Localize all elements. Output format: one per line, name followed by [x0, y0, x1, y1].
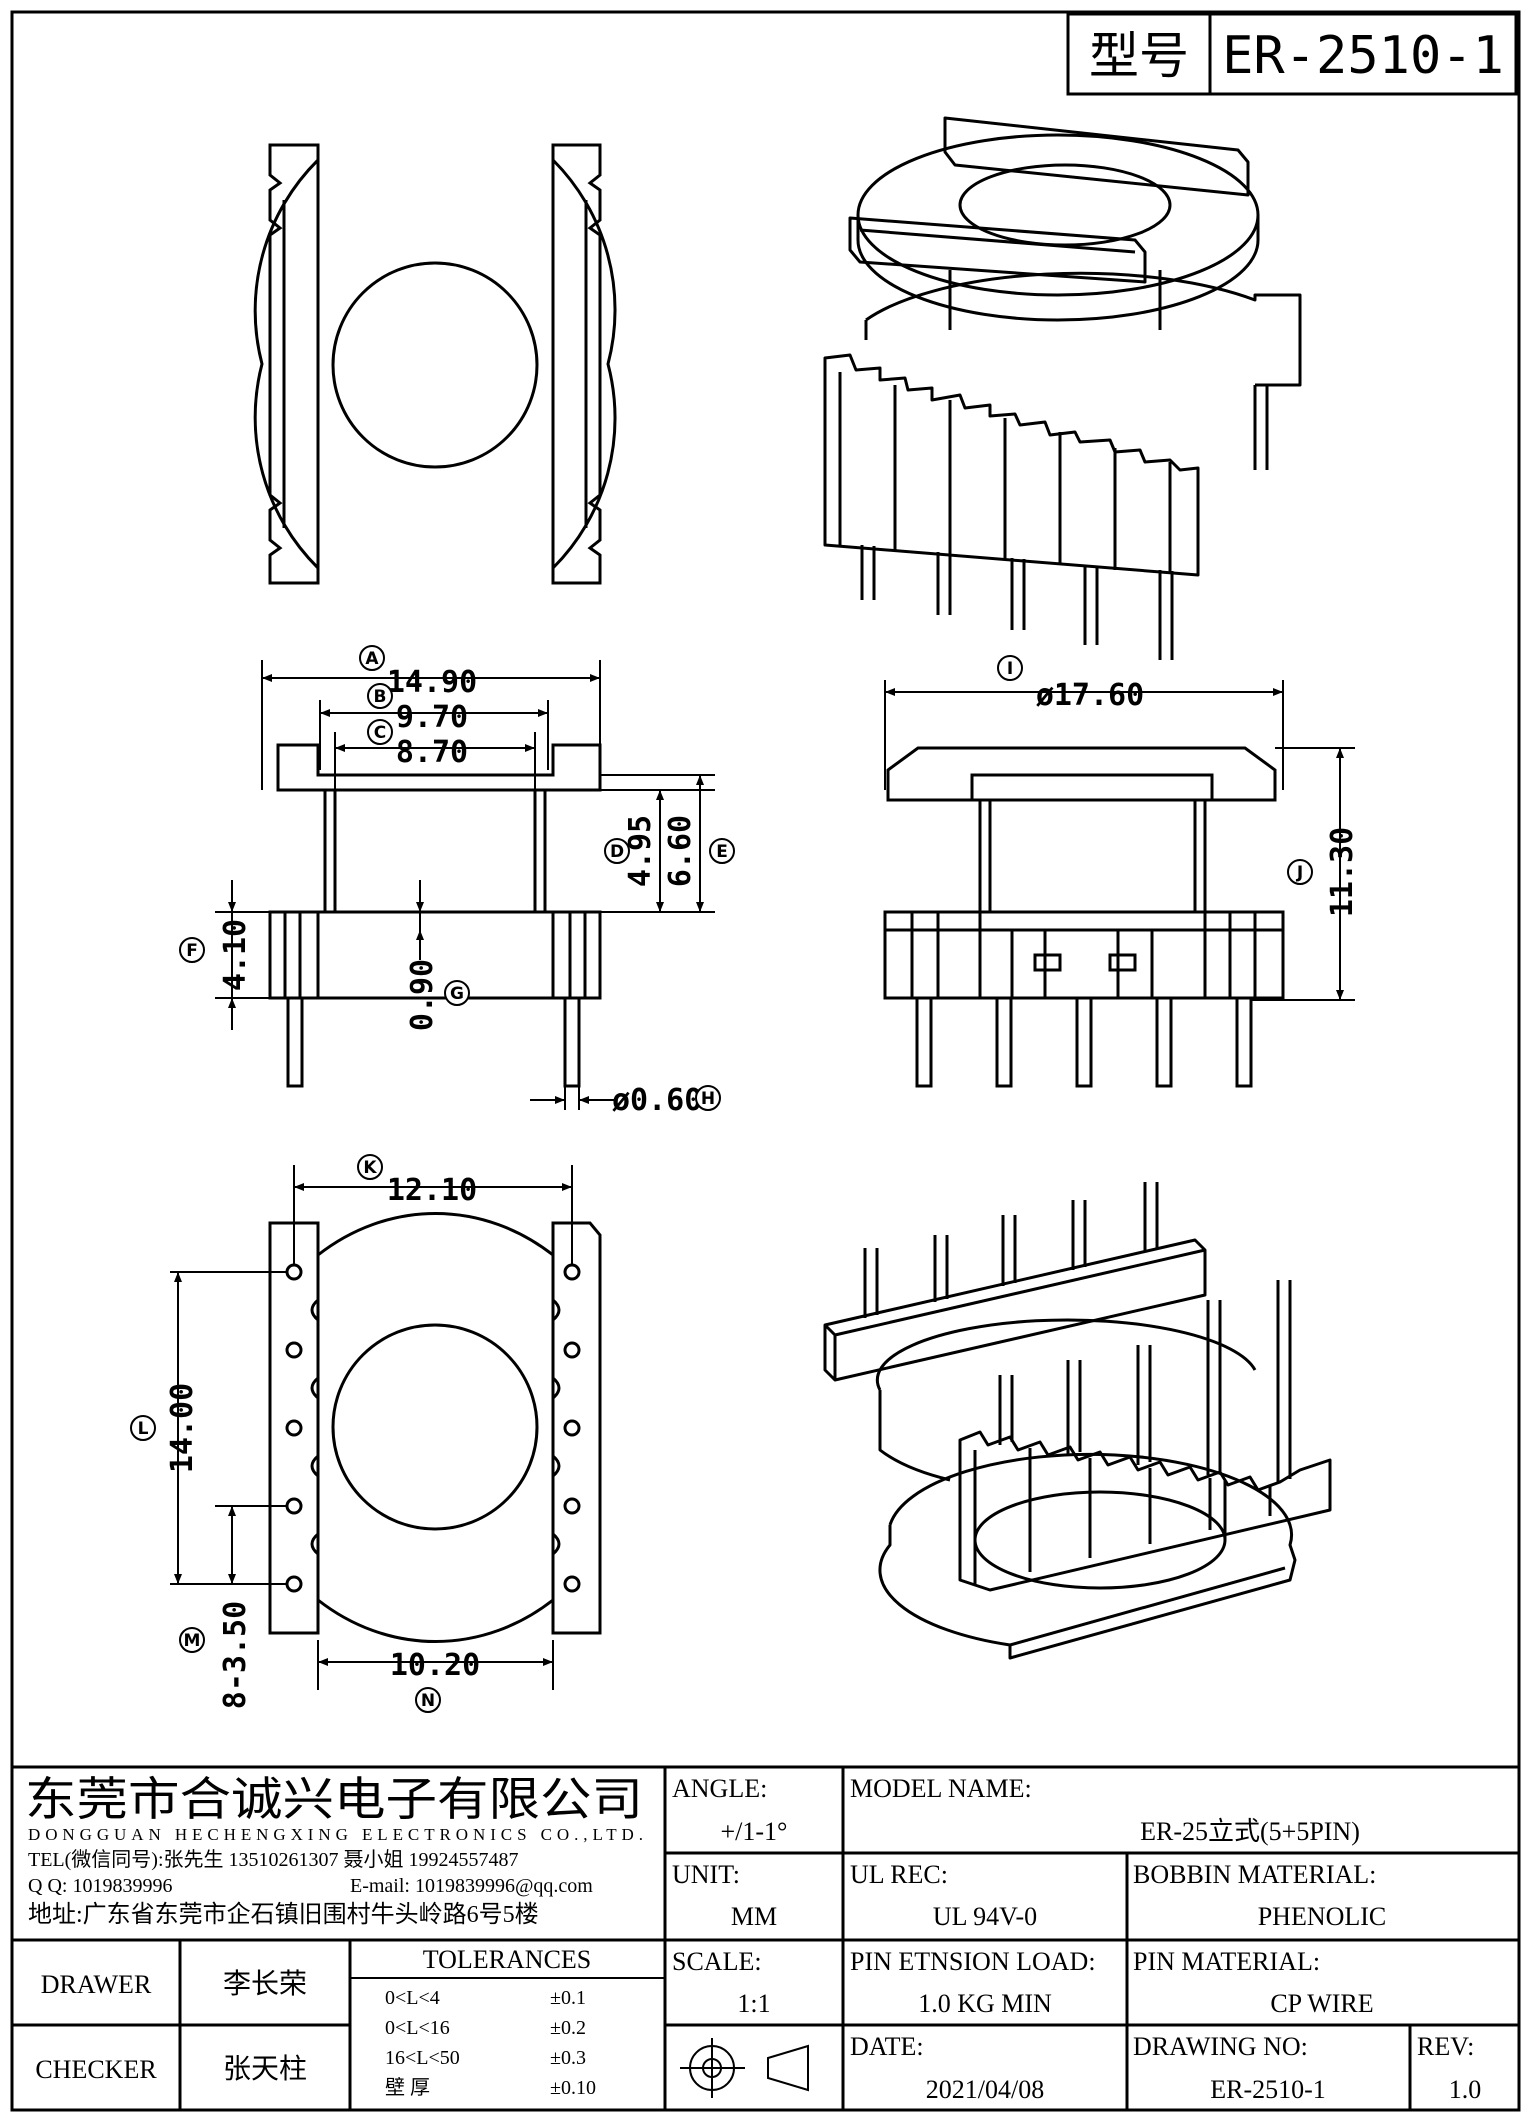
dim-j-letter: J	[1296, 863, 1303, 883]
dim-e-letter: E	[716, 842, 728, 862]
pin-tension-label: PIN ETNSION LOAD:	[850, 1947, 1096, 1976]
tolerance-value-4: ±0.10	[550, 2077, 596, 2099]
unit-label: UNIT:	[672, 1860, 740, 1889]
dim-k-letter: K	[363, 1158, 377, 1178]
isometric-view-bottom	[823, 1182, 1332, 1660]
pin-material-label: PIN MATERIAL:	[1133, 1947, 1320, 1976]
dim-h-value: ø0.60	[612, 1083, 702, 1118]
tolerances-label: TOLERANCES	[423, 1945, 592, 1974]
tolerance-range-3: 16<L<50	[385, 2047, 460, 2069]
dim-j-value: 11.30	[1325, 827, 1360, 917]
ul-rec-label: UL REC:	[850, 1860, 948, 1889]
model-name-value: ER-25立式(5+5PIN)	[1140, 1817, 1360, 1846]
dim-c-letter: C	[374, 723, 386, 743]
dim-b-value: 9.70	[396, 700, 468, 735]
date-value: 2021/04/08	[926, 2075, 1044, 2104]
projection-symbol-icon	[680, 2038, 809, 2098]
dim-i-callout: I	[997, 655, 1023, 681]
pin-tension-value: 1.0 KG MIN	[918, 1989, 1052, 2018]
tolerance-range-4: 壁 厚	[385, 2076, 430, 2099]
dim-b-letter: B	[374, 687, 387, 707]
angle-label: ANGLE:	[672, 1774, 767, 1803]
company-address: 地址:广东省东莞市企石镇旧围村牛头岭路6号5楼	[28, 1901, 539, 1928]
dim-a-letter: A	[365, 649, 379, 669]
unit-value: MM	[731, 1902, 777, 1931]
model-label: 型号	[1089, 28, 1189, 84]
bobbin-material-label: BOBBIN MATERIAL:	[1133, 1860, 1376, 1889]
company-qq: Q Q: 1019839996	[28, 1875, 172, 1897]
dim-f-callout: F	[179, 937, 205, 963]
sheet-border	[10, 10, 1521, 2112]
checker-label: CHECKER	[35, 2055, 157, 2084]
dim-d-letter: D	[610, 842, 624, 862]
dim-m-letter: M	[184, 1631, 201, 1651]
dim-k-callout: K	[357, 1154, 383, 1180]
side-view-dimensions	[884, 680, 1355, 1001]
dim-a-value: 14.90	[387, 665, 477, 700]
tolerance-value-1: ±0.1	[550, 1987, 586, 2009]
side-view	[883, 746, 1285, 1088]
rev-label: REV:	[1417, 2032, 1474, 2061]
bobbin-material-value: PHENOLIC	[1258, 1902, 1387, 1931]
front-view-dimensions	[215, 660, 715, 1110]
ul-rec-value: UL 94V-0	[933, 1902, 1037, 1931]
dim-l-callout: L	[130, 1415, 156, 1441]
bottom-view-dimensions	[170, 1165, 573, 1690]
tolerance-range-2: 0<L<16	[385, 2017, 450, 2039]
model-header: 型号 ER-2510-1	[1066, 12, 1518, 96]
dim-c-value: 8.70	[396, 735, 468, 770]
drawing-no-label: DRAWING NO:	[1133, 2032, 1308, 2061]
dim-i-letter: I	[1007, 659, 1013, 679]
top-view	[253, 143, 617, 585]
dim-b-callout: B	[367, 683, 393, 709]
front-view	[268, 743, 602, 1088]
dim-d-callout: D	[604, 838, 630, 864]
dim-m-callout: M	[179, 1627, 205, 1653]
tolerance-value-3: ±0.3	[550, 2047, 586, 2069]
angle-value: +/1-1°	[721, 1817, 788, 1846]
date-label: DATE:	[850, 2032, 924, 2061]
dim-m-value: 8-3.50	[218, 1601, 253, 1709]
tolerance-value-2: ±0.2	[550, 2017, 586, 2039]
drawer-label: DRAWER	[41, 1970, 152, 1999]
dim-j-callout: J	[1287, 859, 1313, 885]
dim-a-callout: A	[359, 645, 385, 671]
dim-c-callout: C	[367, 719, 393, 745]
dim-g-letter: G	[450, 984, 464, 1004]
bottom-view	[268, 1212, 602, 1643]
dim-h-letter: H	[701, 1089, 715, 1109]
pin-material-value: CP WIRE	[1270, 1989, 1373, 2018]
drawer-value: 李长荣	[223, 1968, 307, 2000]
dim-h-callout: H	[695, 1085, 721, 1111]
scale-value: 1:1	[737, 1989, 770, 2018]
isometric-view-top	[823, 116, 1302, 660]
dim-n-callout: N	[415, 1687, 441, 1713]
dim-g-callout: G	[444, 980, 470, 1006]
company-name-en: DONGGUAN HECHENGXING ELECTRONICS CO.,LTD…	[28, 1825, 643, 1844]
dim-g-value: 0.90	[405, 959, 440, 1031]
dim-l-value: 14.00	[165, 1383, 200, 1473]
dim-i-value: ø17.60	[1036, 678, 1144, 713]
company-tel: TEL(微信同号):张先生 13510261307 聂小姐 1992455748…	[28, 1848, 519, 1871]
dim-f-value: 4.10	[218, 919, 253, 991]
dim-n-letter: N	[421, 1691, 435, 1711]
company-name-cn: 东莞市合诚兴电子有限公司	[25, 1774, 643, 1825]
dim-e-callout: E	[709, 838, 735, 864]
scale-label: SCALE:	[672, 1947, 762, 1976]
dim-k-value: 12.10	[387, 1173, 477, 1208]
model-name-label: MODEL NAME:	[850, 1774, 1032, 1803]
drawing-no-value: ER-2510-1	[1210, 2075, 1326, 2104]
tolerance-range-1: 0<L<4	[385, 1987, 440, 2009]
model-value: ER-2510-1	[1222, 26, 1504, 86]
title-block-grid	[12, 1765, 1519, 2110]
dim-n-value: 10.20	[390, 1648, 480, 1683]
company-email: E-mail: 1019839996@qq.com	[350, 1875, 593, 1897]
dim-f-letter: F	[186, 941, 198, 961]
dim-e-value: 6.60	[663, 815, 698, 887]
dim-l-letter: L	[138, 1419, 149, 1439]
checker-value: 张天柱	[223, 2053, 307, 2085]
rev-value: 1.0	[1449, 2075, 1482, 2104]
